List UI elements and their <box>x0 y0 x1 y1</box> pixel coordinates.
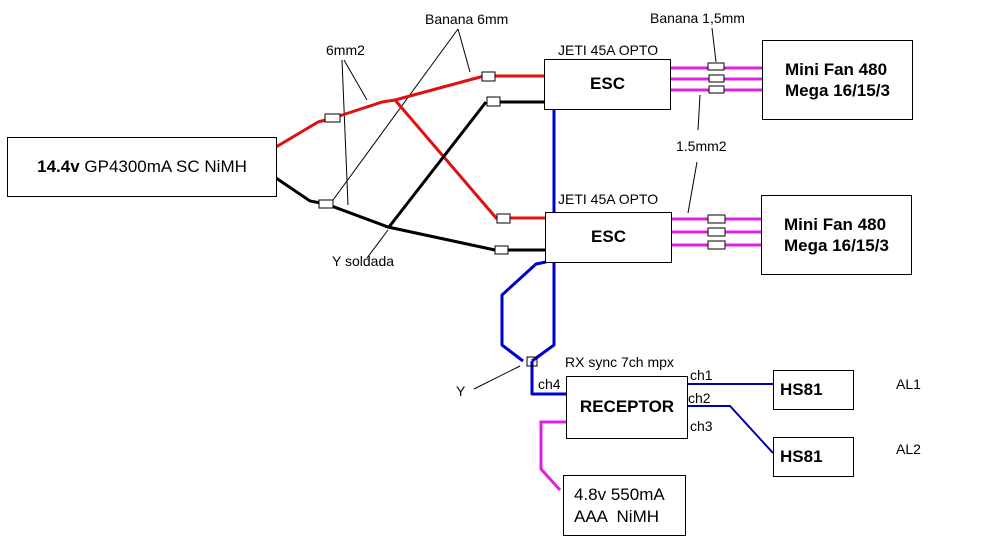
signal-wire-ch4 <box>530 361 567 396</box>
channel-ch2: ch2 <box>688 390 711 406</box>
positive-wires <box>275 74 546 220</box>
esc1-label: ESC <box>590 74 625 94</box>
leader-banana-1-5mm <box>711 27 717 63</box>
black-wire-main <box>275 176 496 252</box>
connectors <box>318 62 726 367</box>
red-wire-branch <box>393 99 499 220</box>
connector-6mm2-positive <box>324 113 341 123</box>
leader-y-soldada <box>366 229 389 259</box>
channel-ch3: ch3 <box>690 418 713 434</box>
receiver-label: RECEPTOR <box>579 397 675 417</box>
leader-banana-6mm-b <box>457 28 471 73</box>
esc2-label: ESC <box>591 227 626 247</box>
red-wire-main <box>275 74 485 149</box>
channel-ch4: ch4 <box>538 376 561 392</box>
annotation-banana-1-5mm: Banana 1,5mm <box>650 10 745 26</box>
motor1-line1: Mini Fan 480 <box>785 59 888 79</box>
annotation-1-5mm2: 1.5mm2 <box>676 138 727 154</box>
servo-wires <box>686 383 774 454</box>
annotation-y: Y <box>456 383 466 399</box>
annotation-y-soldada: Y soldada <box>332 253 395 269</box>
leader-1-5mm2-a <box>697 94 701 131</box>
esc2-box: ESC <box>545 212 672 263</box>
connector-motor1-b <box>708 74 725 83</box>
leader-6mm2-b <box>343 59 368 101</box>
main-battery-spec: GP4300mA SC NiMH <box>79 157 247 176</box>
connector-banana-esc2-pos <box>496 213 511 224</box>
connector-y <box>526 356 538 367</box>
rx-battery-line1: 4.8v 550mA <box>574 485 665 505</box>
signal-wires <box>500 107 567 396</box>
channel-ch1: ch1 <box>690 367 713 383</box>
annotation-6mm2: 6mm2 <box>326 42 365 58</box>
leader-banana-6mm-a <box>332 28 459 201</box>
signal-wire-esc1 <box>531 107 556 363</box>
connector-6mm2-negative <box>318 199 334 209</box>
signal-wire-esc2 <box>500 260 547 363</box>
connector-banana-esc1-neg <box>486 96 501 107</box>
motor2-line1: Mini Fan 480 <box>784 214 887 234</box>
main-battery-voltage: 14.4v <box>37 157 80 176</box>
esc1-caption: JETI 45A OPTO <box>558 42 659 58</box>
leader-y <box>473 365 521 390</box>
leader-6mm2-a <box>341 59 349 206</box>
connector-motor2-c <box>707 240 726 250</box>
receiver-caption: RX sync 7ch mpx <box>565 354 674 370</box>
rx-battery-wire <box>539 420 566 492</box>
servo1-box: HS81 <box>773 370 854 410</box>
receiver-box: RECEPTOR <box>566 376 688 439</box>
servo2-box: HS81 <box>773 437 854 477</box>
servo1-tag: AL1 <box>896 376 921 392</box>
connector-banana-esc1-pos <box>481 71 496 82</box>
leader-lines <box>332 27 717 390</box>
connector-motor2-a <box>707 214 726 224</box>
rx-battery-line2: AAA NiMH <box>574 506 660 526</box>
esc2-caption: JETI 45A OPTO <box>558 191 659 207</box>
servo1-label: HS81 <box>780 379 823 399</box>
connector-motor1-c <box>708 85 725 94</box>
servo2-label: HS81 <box>780 446 823 466</box>
connector-motor2-b <box>707 227 726 237</box>
leader-1-5mm2-b <box>687 161 698 214</box>
servo2-tag: AL2 <box>896 441 921 457</box>
connector-banana-esc2-neg <box>494 245 509 255</box>
connector-motor1-a <box>707 62 725 71</box>
motor1-line2: Mega 16/15/3 <box>785 81 890 100</box>
black-wire-branch <box>387 101 488 228</box>
servo-wire-ch2 <box>686 405 774 454</box>
esc1-box: ESC <box>544 59 671 110</box>
annotation-banana-6mm: Banana 6mm <box>425 11 509 27</box>
motor2-line2: Mega 16/15/3 <box>784 236 889 255</box>
main-battery-box: 14.4v GP4300mA SC NiMH <box>7 137 277 197</box>
